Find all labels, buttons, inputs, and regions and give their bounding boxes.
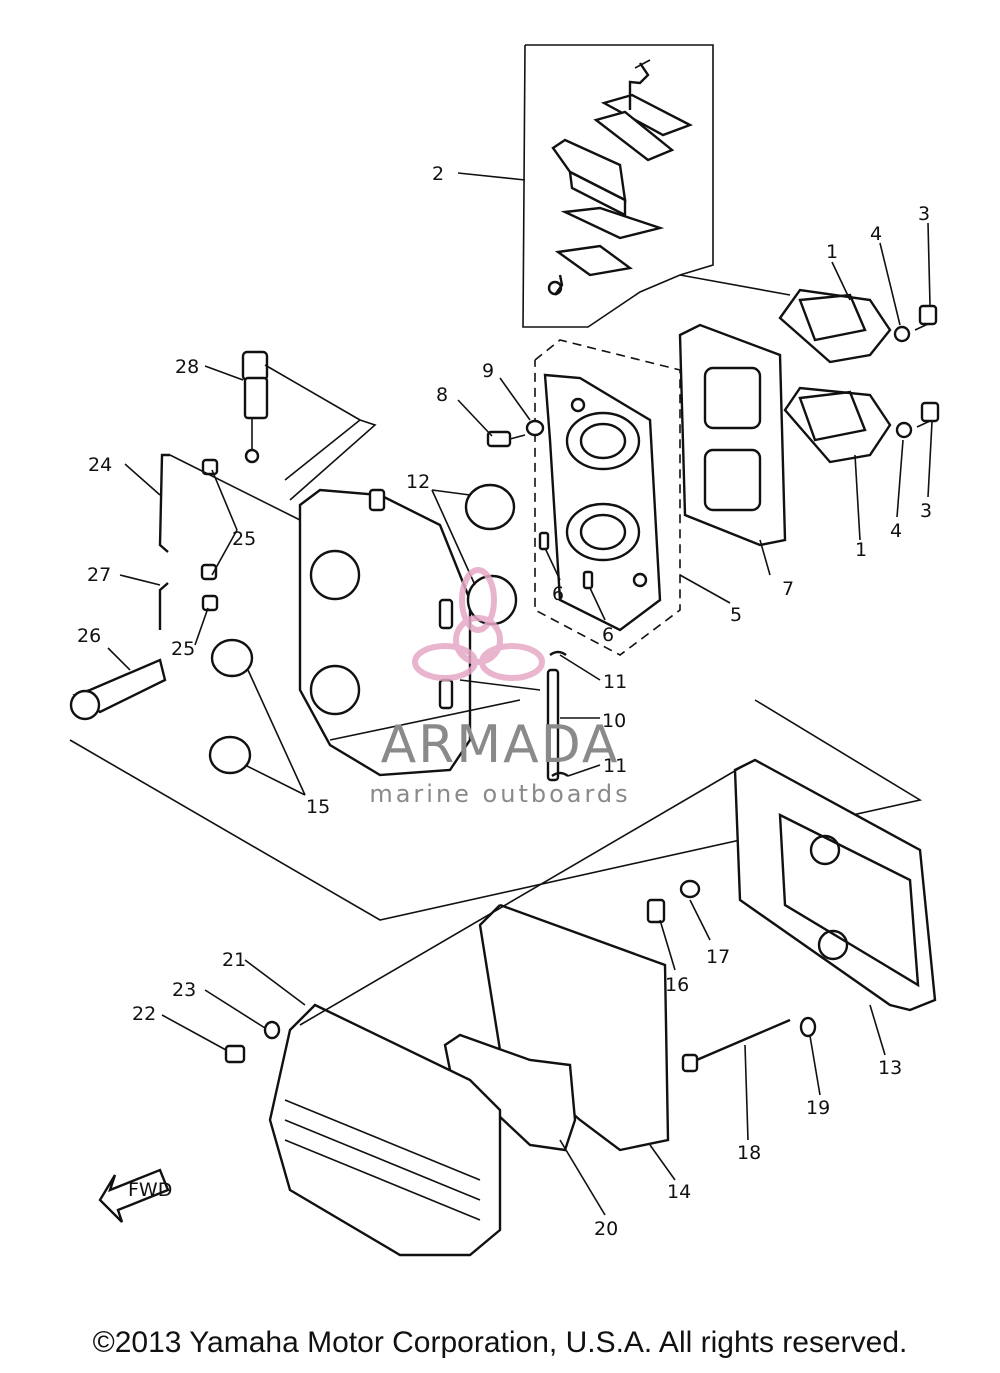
copyright-notice: ©2013 Yamaha Motor Corporation, U.S.A. A… <box>92 1326 908 1359</box>
link-rod <box>241 350 361 464</box>
part-label: 4 <box>890 520 902 542</box>
manifold-gasket <box>678 323 787 547</box>
part-label: 6 <box>602 624 614 646</box>
part-label: 23 <box>172 979 196 1001</box>
bolts-16-17-18-19 <box>646 879 817 1073</box>
exhaust-outer-cover <box>733 758 937 1012</box>
part-label: 11 <box>603 755 627 777</box>
group-outline <box>69 699 923 921</box>
part-label: 21 <box>222 949 246 971</box>
reed-valve-upper <box>679 274 892 364</box>
cylinder-block <box>284 419 541 777</box>
part-label: 1 <box>826 241 838 263</box>
hoses-and-clips <box>158 453 301 630</box>
part-label: 7 <box>782 578 794 600</box>
thermostat-and-o-rings <box>69 638 254 775</box>
part-label: 16 <box>665 974 689 996</box>
part-label: 20 <box>594 1218 618 1240</box>
part-label: 8 <box>436 384 448 406</box>
part-label: 13 <box>878 1057 902 1079</box>
part-label: 28 <box>175 356 199 378</box>
part-label: 5 <box>730 604 742 626</box>
screws-and-washers <box>893 304 940 439</box>
part-label: 10 <box>602 710 626 732</box>
part-label: 22 <box>132 1003 156 1025</box>
part-label: 2 <box>432 163 444 185</box>
part-label: 12 <box>406 471 430 493</box>
part-label: 27 <box>87 564 111 586</box>
o-rings-12 <box>464 483 518 626</box>
part-label: 11 <box>603 671 627 693</box>
exhaust-cover-21 <box>268 764 746 1257</box>
part-label: 3 <box>918 203 930 225</box>
part-label: 6 <box>552 583 564 605</box>
part-label: 25 <box>171 638 195 660</box>
bolt-22-washer-23 <box>224 1020 281 1064</box>
watermark-title: ARMADA <box>381 715 620 775</box>
part-label: 1 <box>855 539 867 561</box>
leader-lines <box>107 172 933 1216</box>
part-label: 9 <box>482 360 494 382</box>
fwd-direction-arrow: FWD <box>98 1168 172 1223</box>
part-label: 3 <box>920 500 932 522</box>
propeller-logo-icon <box>412 567 545 681</box>
part-label: 25 <box>232 528 256 550</box>
part-label: 17 <box>706 946 730 968</box>
part-label: 18 <box>737 1142 761 1164</box>
part-number-labels: 2 3 4 1 28 9 8 3 4 1 24 12 25 6 7 27 5 6… <box>77 163 932 1240</box>
part-label: 15 <box>306 796 330 818</box>
bolt-and-washer <box>486 419 545 448</box>
nipples <box>538 531 594 590</box>
armada-watermark: ARMADA marine outboards <box>369 567 630 808</box>
reed-valve-kit-inset <box>522 44 714 328</box>
part-label: 14 <box>667 1181 691 1203</box>
watermark-subtitle: marine outboards <box>369 780 630 808</box>
svg-text:FWD: FWD <box>128 1179 172 1201</box>
exhaust-gasket <box>478 903 670 1152</box>
intake-manifold <box>534 339 681 656</box>
part-label: 24 <box>88 454 112 476</box>
part-label: 4 <box>870 223 882 245</box>
pin-and-clips <box>546 650 569 782</box>
part-label: 26 <box>77 625 101 647</box>
part-label: 19 <box>806 1097 830 1119</box>
reed-valve-lower <box>783 386 892 464</box>
